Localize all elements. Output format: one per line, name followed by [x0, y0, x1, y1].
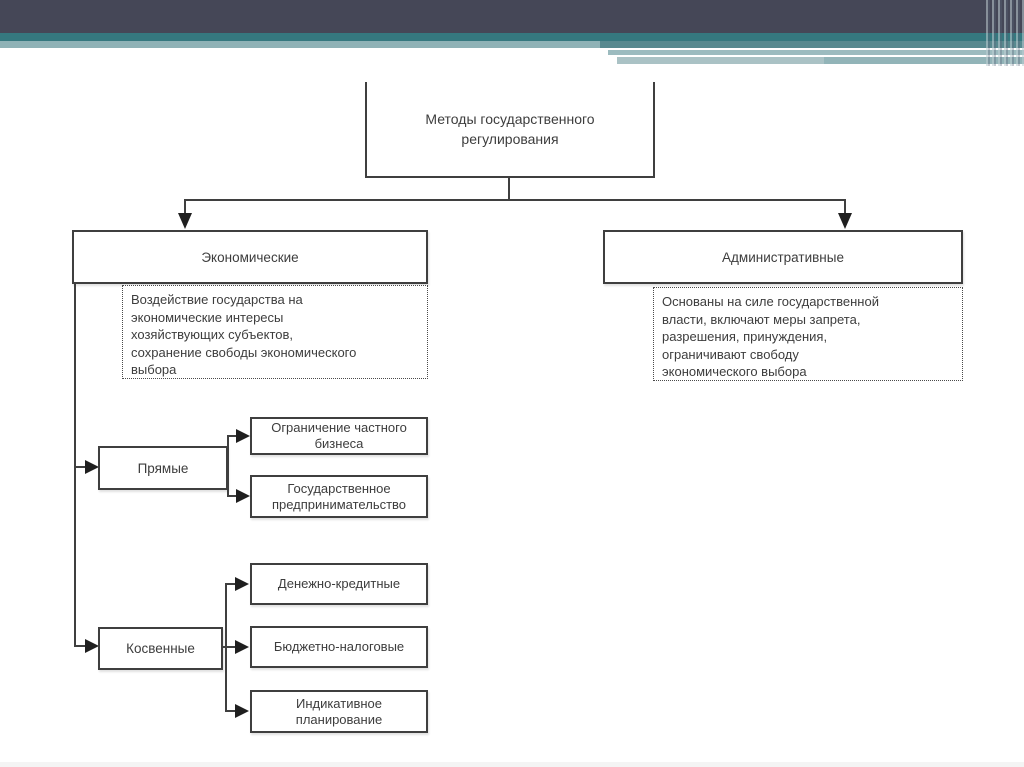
leaf-label: Государственное предпринимательство	[271, 480, 407, 512]
desc-line: экономического выбора	[662, 364, 807, 379]
arrow-to-indirect	[85, 639, 99, 653]
arrow-to-fiscal	[235, 640, 249, 654]
connector-right-drop	[844, 199, 846, 213]
connector-direct-child2-shaft	[229, 495, 237, 497]
connector-direct-shaft	[76, 466, 86, 468]
connector-economic-spine	[74, 284, 76, 647]
leaf-box-indicative-planning: Индикативное планирование	[250, 690, 428, 733]
arrow-to-indicative-planning	[235, 704, 249, 718]
branch-box-economic: Экономические	[72, 230, 428, 284]
desc-line: экономические интересы	[131, 309, 284, 325]
header-edge-stripes	[984, 0, 1024, 66]
leaf-box-monetary: Денежно-кредитные	[250, 563, 428, 605]
leaf-label: Ограничение частного бизнеса	[271, 420, 407, 451]
desc-line: ограничивают свободу	[662, 346, 799, 362]
title-box-label: Методы государственного регулирования	[425, 111, 595, 147]
header-bar-sage	[0, 41, 600, 48]
leaf-label: Бюджетно-налоговые	[273, 639, 405, 654]
desc-line: выбора	[131, 362, 177, 377]
branch-box-economic-label: Экономические	[201, 249, 299, 265]
desc-line: сохранение свободы экономического	[131, 344, 357, 360]
branch-desc-economic: Воздействие государства на экономические…	[122, 285, 428, 379]
header-bar-light-1	[608, 50, 1024, 55]
group-box-direct: Прямые	[98, 446, 228, 490]
header-bar-light-2	[617, 57, 824, 64]
desc-line: разрешения, принуждения,	[662, 329, 828, 344]
group-box-indirect: Косвенные	[98, 627, 223, 670]
branch-box-administrative: Административные	[603, 230, 963, 284]
leaf-box-state-entrepreneurship: Государственное предпринимательство	[250, 475, 428, 518]
header-bar-light-2b	[824, 57, 1024, 64]
connector-left-drop	[184, 199, 186, 213]
leaf-box-private-business-limit: Ограничение частного бизнеса	[250, 417, 428, 455]
arrow-to-administrative	[838, 213, 852, 229]
header-bar-teal	[0, 33, 1024, 41]
arrow-to-private-business-limit	[236, 429, 250, 443]
connector-indirect-shaft	[76, 645, 86, 647]
header-bar-dark	[0, 0, 1024, 33]
title-box: Методы государственного регулирования	[365, 82, 655, 178]
arrow-to-direct	[85, 460, 99, 474]
group-box-direct-label: Прямые	[137, 460, 189, 476]
arrow-to-economic	[178, 213, 192, 229]
connector-indirect-child3-shaft	[227, 710, 235, 712]
leaf-label: Индикативное планирование	[295, 695, 383, 727]
connector-indirect-child1-shaft	[227, 583, 235, 585]
connector-indirect-child2-shaft	[223, 646, 235, 648]
group-box-indirect-label: Косвенные	[126, 641, 195, 656]
header-bar-teal-extension	[600, 41, 1024, 48]
branch-box-administrative-label: Административные	[722, 249, 844, 265]
desc-line: власти, включают меры запрета,	[662, 311, 861, 327]
connector-branch-crossbar	[184, 199, 846, 201]
slide-footer-strip	[0, 762, 1024, 767]
leaf-box-fiscal: Бюджетно-налоговые	[250, 626, 428, 668]
leaf-label: Денежно-кредитные	[277, 576, 401, 591]
branch-desc-administrative: Основаны на силе государственной власти,…	[653, 287, 963, 381]
desc-line: Воздействие государства на	[131, 292, 303, 307]
connector-direct-child1-shaft	[229, 435, 237, 437]
desc-line: Основаны на силе государственной	[662, 294, 879, 309]
connector-direct-branch-line	[227, 435, 229, 497]
connector-title-stem	[508, 178, 510, 200]
arrow-to-state-entrepreneurship	[236, 489, 250, 503]
arrow-to-monetary	[235, 577, 249, 591]
desc-line: хозяйствующих субъектов,	[131, 327, 293, 342]
